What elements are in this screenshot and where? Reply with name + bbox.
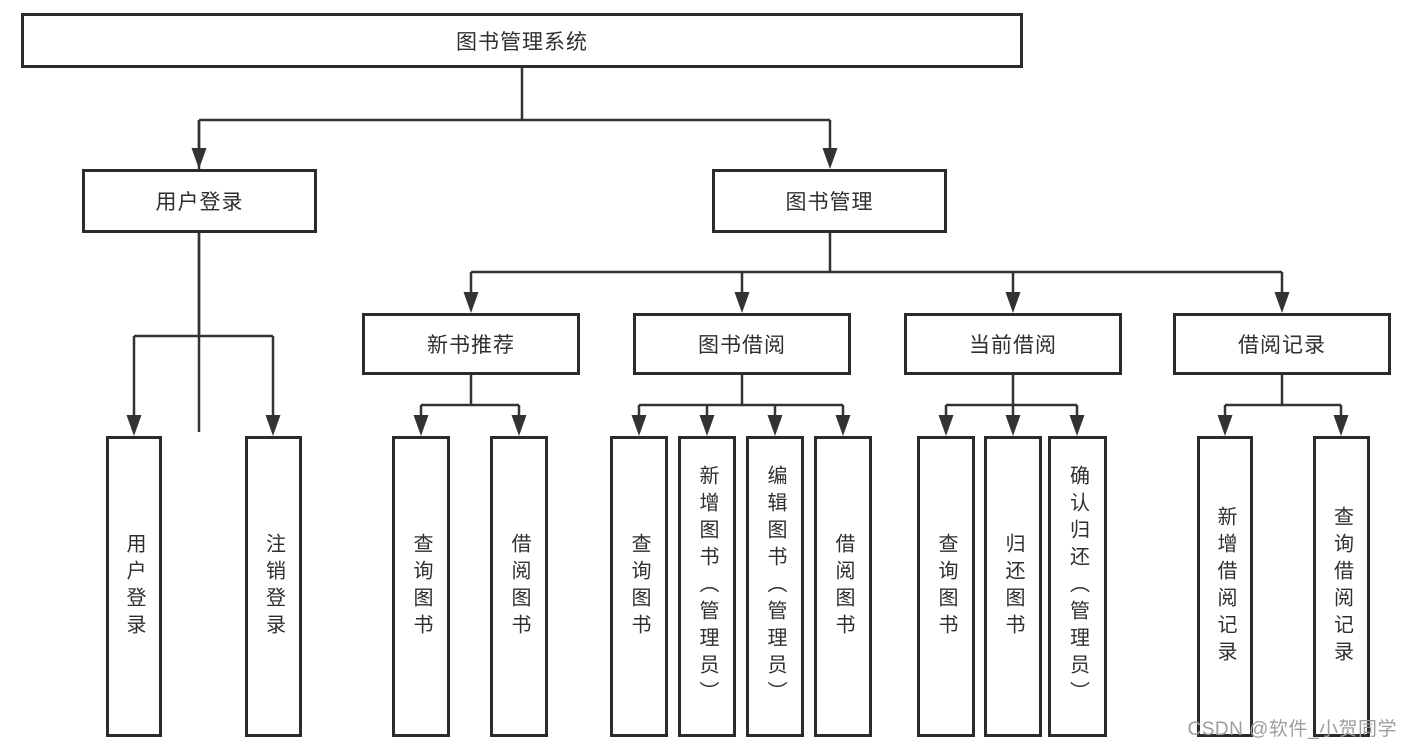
leaf-borrow-edit-admin: 编辑图书（管理员） xyxy=(746,436,804,737)
leaf-current-query-label: 查询图书 xyxy=(935,532,957,641)
leaf-current-confirm-return-admin-label: 确认归还（管理员） xyxy=(1066,465,1089,708)
leaf-newbook-query: 查询图书 xyxy=(392,436,450,737)
leaf-borrow-query-label: 查询图书 xyxy=(628,532,650,641)
leaf-borrow-book-label: 借阅图书 xyxy=(832,532,854,641)
leaf-record-query: 查询借阅记录 xyxy=(1313,436,1370,737)
leaf-logout: 注销登录 xyxy=(245,436,302,737)
leaf-current-return: 归还图书 xyxy=(984,436,1042,737)
node-new-book-recommend-label: 新书推荐 xyxy=(427,334,515,357)
node-book-management-label: 图书管理 xyxy=(785,191,874,214)
leaf-logout-label: 注销登录 xyxy=(262,532,285,641)
node-root: 图书管理系统 xyxy=(21,13,1023,68)
leaf-record-query-label: 查询借阅记录 xyxy=(1330,505,1353,668)
node-user-login-label: 用户登录 xyxy=(155,191,244,214)
leaf-newbook-query-label: 查询图书 xyxy=(410,532,432,641)
leaf-record-add: 新增借阅记录 xyxy=(1197,436,1253,737)
node-book-management: 图书管理 xyxy=(712,169,947,233)
node-borrow-record: 借阅记录 xyxy=(1173,313,1391,375)
csdn-watermark: CSDN @软件_小贺同学 xyxy=(1187,719,1397,740)
node-current-borrow: 当前借阅 xyxy=(904,313,1122,375)
leaf-record-add-label: 新增借阅记录 xyxy=(1214,505,1236,668)
leaf-user-login: 用户登录 xyxy=(106,436,162,737)
leaf-user-login-label: 用户登录 xyxy=(123,532,145,641)
leaf-borrow-book: 借阅图书 xyxy=(814,436,872,737)
node-book-borrow-label: 图书借阅 xyxy=(698,334,786,357)
leaf-newbook-borrow-label: 借阅图书 xyxy=(508,532,530,641)
node-new-book-recommend: 新书推荐 xyxy=(362,313,580,375)
node-book-borrow: 图书借阅 xyxy=(633,313,851,375)
leaf-current-confirm-return-admin: 确认归还（管理员） xyxy=(1048,436,1107,737)
leaf-current-return-label: 归还图书 xyxy=(1002,532,1024,641)
leaf-borrow-query: 查询图书 xyxy=(610,436,668,737)
leaf-borrow-add-admin: 新增图书（管理员） xyxy=(678,436,736,737)
node-root-label: 图书管理系统 xyxy=(456,30,588,54)
leaf-newbook-borrow: 借阅图书 xyxy=(490,436,548,737)
node-current-borrow-label: 当前借阅 xyxy=(969,334,1057,357)
leaf-borrow-add-admin-label: 新增图书（管理员） xyxy=(696,465,718,708)
leaf-current-query: 查询图书 xyxy=(917,436,975,737)
leaf-borrow-edit-admin-label: 编辑图书（管理员） xyxy=(764,465,786,708)
node-borrow-record-label: 借阅记录 xyxy=(1238,334,1326,357)
node-user-login: 用户登录 xyxy=(82,169,317,233)
